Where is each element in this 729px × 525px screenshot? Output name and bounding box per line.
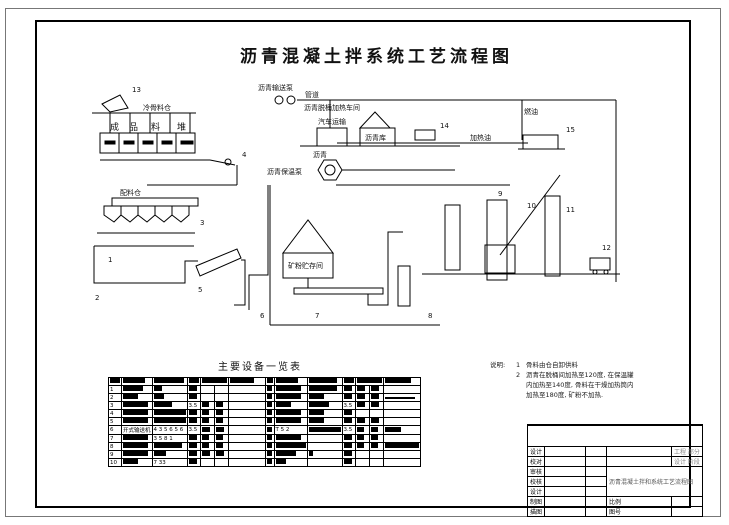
bitumen-pump-2-label: 沥青保温泵 [267,167,302,176]
asphalt-label: 沥青 [313,150,327,159]
note-text: 沥青在脱桶间加热至120度, 在保温罐 [526,371,634,379]
outer-border [5,8,721,517]
filler-storage-roof [281,219,335,254]
tanker-label: 汽车运输 [318,117,346,126]
role-cell: 审核 [526,466,546,477]
table-row: 5 [108,417,421,426]
note-text: 骨料由仓自卸供料 [526,361,578,369]
note-text: 加热至180度, 矿粉不加热. [526,391,604,399]
bin-char-1: 成 [110,121,119,133]
hot-bins-label: 配料仓 [120,188,141,197]
tanker-truck [414,129,436,141]
title-right-cell: 工程 部分 [671,446,703,457]
dump-truck [589,257,611,271]
number-label: 图号 [606,506,673,517]
screw-conveyor [293,287,384,295]
callout-number: 14 [440,122,449,130]
callout-number: 10 [527,202,536,210]
filler-storage-label: 矿粉贮存间 [288,261,323,270]
callout-number: 5 [198,286,202,294]
storage-silo [544,195,561,277]
callout-number: 2 [95,294,99,302]
table-row: 4 [108,409,421,418]
bin-char-3: 料 [151,121,160,133]
equipment-table-title: 主要设备一览表 [218,362,302,373]
bucket-elevator-2 [397,265,411,307]
cold-feed-bins [92,94,236,166]
note-text: 内加热至140度, 骨料在干燥加热筒内 [526,381,634,389]
bin-char-4: 堆 [177,122,186,133]
role-cell: 制图 [526,496,546,507]
heating-oil-label: 加热油 [470,133,491,142]
role-cell: 描图 [526,506,546,517]
fuel-label: 燃油 [524,107,538,116]
callout-number: 11 [566,206,575,214]
role-cell: 设计 [526,446,546,457]
role-cell: 校核 [526,476,546,487]
callout-number: 7 [315,312,319,320]
callout-number: 8 [428,312,432,320]
bitumen-pump-label: 沥青输送泵 [258,83,293,92]
title-right-cell: 设计 阶段 [671,456,703,467]
pipe-label: 管道 [305,90,319,99]
drawing-title: 沥青混凝土拌系统工艺流程图 [240,47,513,67]
bucket-elevator-1 [234,259,246,306]
title-block: 设计 工程 部分 校对 设计 阶段 审核 沥青混凝土拌和系统工艺流程图 校核 设计 制… [526,424,703,517]
notes: 说明: 1 骨料由仓自卸供料 2 沥青在脱桶间加热至120度, 在保温罐 内加热至14… [490,360,634,400]
note-num: 1 [516,361,521,369]
bitumen-depot-label: 沥青库 [365,133,386,142]
callout-number: 1 [108,256,112,264]
callout-number: 4 [242,151,247,159]
callout-number: 3 [200,219,204,227]
dust-collector [444,204,461,271]
table-row: 9 [108,450,421,459]
hot-bins [93,165,238,284]
table-row: 2 [108,393,421,402]
scale-label: 比例 [606,496,673,507]
dryer-drum [195,248,242,277]
note-num: 2 [516,371,521,379]
drawing-frame [35,20,691,508]
bitumen-workshop-label: 沥青脱桶加热车间 [304,103,360,112]
note-num [516,390,526,400]
bitumen-pump [317,159,343,181]
cold-feed-label: 冷骨料仓 [143,103,171,112]
callout-number: 13 [132,86,141,94]
fuel-tank [522,134,559,150]
mixing-tower [486,199,508,281]
table-row: 1 [108,385,421,394]
drawing-name: 沥青混凝土拌和系统工艺流程图 [606,466,703,497]
notes-heading: 说明: [490,361,506,369]
callout-number: 6 [260,312,265,320]
bin-char-2: 品 [129,122,138,133]
callout-number: 15 [566,126,575,134]
callout-number: 9 [498,190,502,198]
callout-number: 12 [602,244,611,252]
role-cell: 校对 [526,456,546,467]
role-cell: 设计 [526,486,546,497]
table-row: 8 [108,442,421,451]
note-num [516,380,526,390]
table-header [108,377,421,386]
